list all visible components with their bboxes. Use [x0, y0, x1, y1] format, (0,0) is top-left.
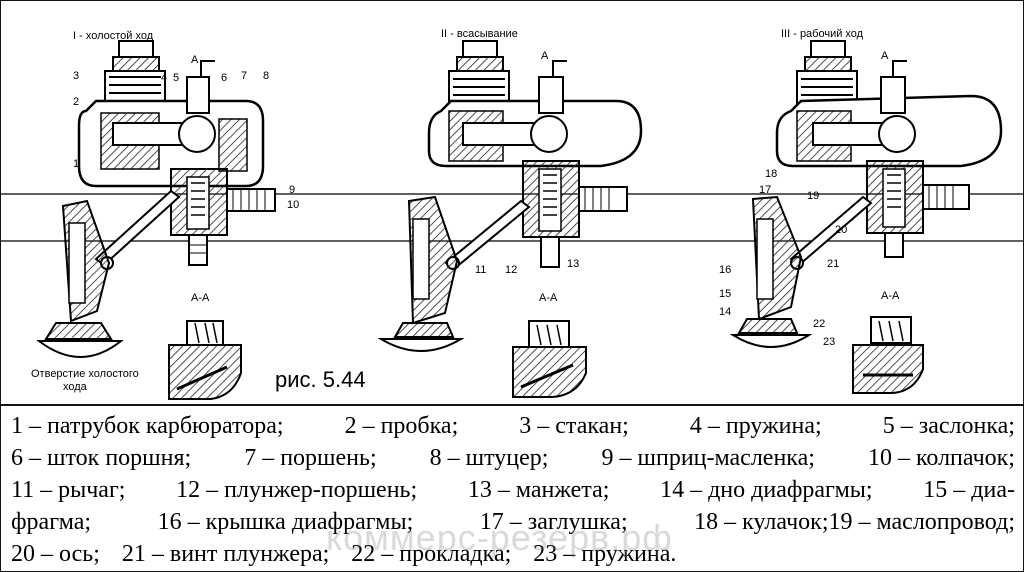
mechanism-idle: I - холостой ход А: [31, 30, 299, 400]
svg-text:10: 10: [287, 199, 299, 211]
svg-text:12: 12: [505, 264, 517, 276]
svg-text:11: 11: [475, 264, 486, 276]
svg-text:А: А: [881, 50, 889, 62]
mode-suction-title: II - всасывание: [441, 28, 518, 40]
svg-text:1: 1: [73, 158, 79, 170]
mode-working-title: III - рабочий ход: [781, 28, 864, 40]
svg-text:А: А: [541, 50, 549, 62]
watermark: коммерс-резерв.рф: [326, 517, 673, 558]
legend-line: 6 – шток поршня;7 – поршень;8 – штуцер;9…: [11, 445, 1015, 471]
svg-text:А: А: [191, 54, 199, 66]
svg-text:22: 22: [813, 318, 825, 330]
svg-text:3: 3: [73, 70, 79, 82]
legend: 1 – патрубок карбюратора;2 – пробка;3 – …: [1, 404, 1023, 571]
cap: [118, 40, 154, 58]
svg-text:2: 2: [73, 96, 79, 108]
legend-line: 1 – патрубок карбюратора;2 – пробка;3 – …: [11, 413, 1015, 439]
svg-text:А-А: А-А: [539, 292, 558, 304]
section-aa-idle: [168, 320, 242, 400]
mechanism-working: III - рабочий ход А А-А: [719, 28, 1003, 394]
svg-text:16: 16: [719, 264, 731, 276]
svg-text:20: 20: [835, 224, 847, 236]
svg-text:А-А: А-А: [191, 292, 210, 304]
svg-text:15: 15: [719, 288, 731, 300]
svg-text:17: 17: [759, 184, 771, 196]
svg-text:14: 14: [719, 306, 731, 318]
mode-idle-title: I - холостой ход: [73, 30, 154, 42]
figure-caption: рис. 5.44: [275, 367, 366, 392]
svg-text:23: 23: [823, 336, 835, 348]
legend-line: 20 – ось;21 – винт плунжера;22 – проклад…: [11, 541, 677, 567]
svg-text:8: 8: [263, 70, 269, 82]
section-aa-suction: [512, 320, 587, 398]
svg-text:13: 13: [567, 258, 579, 270]
technical-drawing: I - холостой ход А: [1, 28, 1023, 400]
section-aa-working: [852, 316, 924, 394]
svg-text:18: 18: [765, 168, 777, 180]
legend-line: фрагма;16 – крышка диафрагмы;17 – заглуш…: [11, 509, 1015, 535]
svg-text:Отверстие холостого: Отверстие холостого: [31, 368, 139, 380]
svg-text:6: 6: [221, 72, 227, 84]
svg-text:9: 9: [289, 184, 295, 196]
svg-text:4: 4: [161, 72, 167, 84]
svg-text:хода: хода: [63, 381, 88, 393]
svg-text:7: 7: [241, 70, 247, 82]
mechanism-suction: II - всасывание А А-А: [377, 28, 643, 398]
svg-text:5: 5: [173, 72, 179, 84]
svg-text:19: 19: [807, 190, 819, 202]
svg-text:А-А: А-А: [881, 290, 900, 302]
legend-line: 11 – рычаг;12 – плунжер-поршень;13 – ман…: [11, 477, 1015, 503]
svg-text:21: 21: [827, 258, 839, 270]
